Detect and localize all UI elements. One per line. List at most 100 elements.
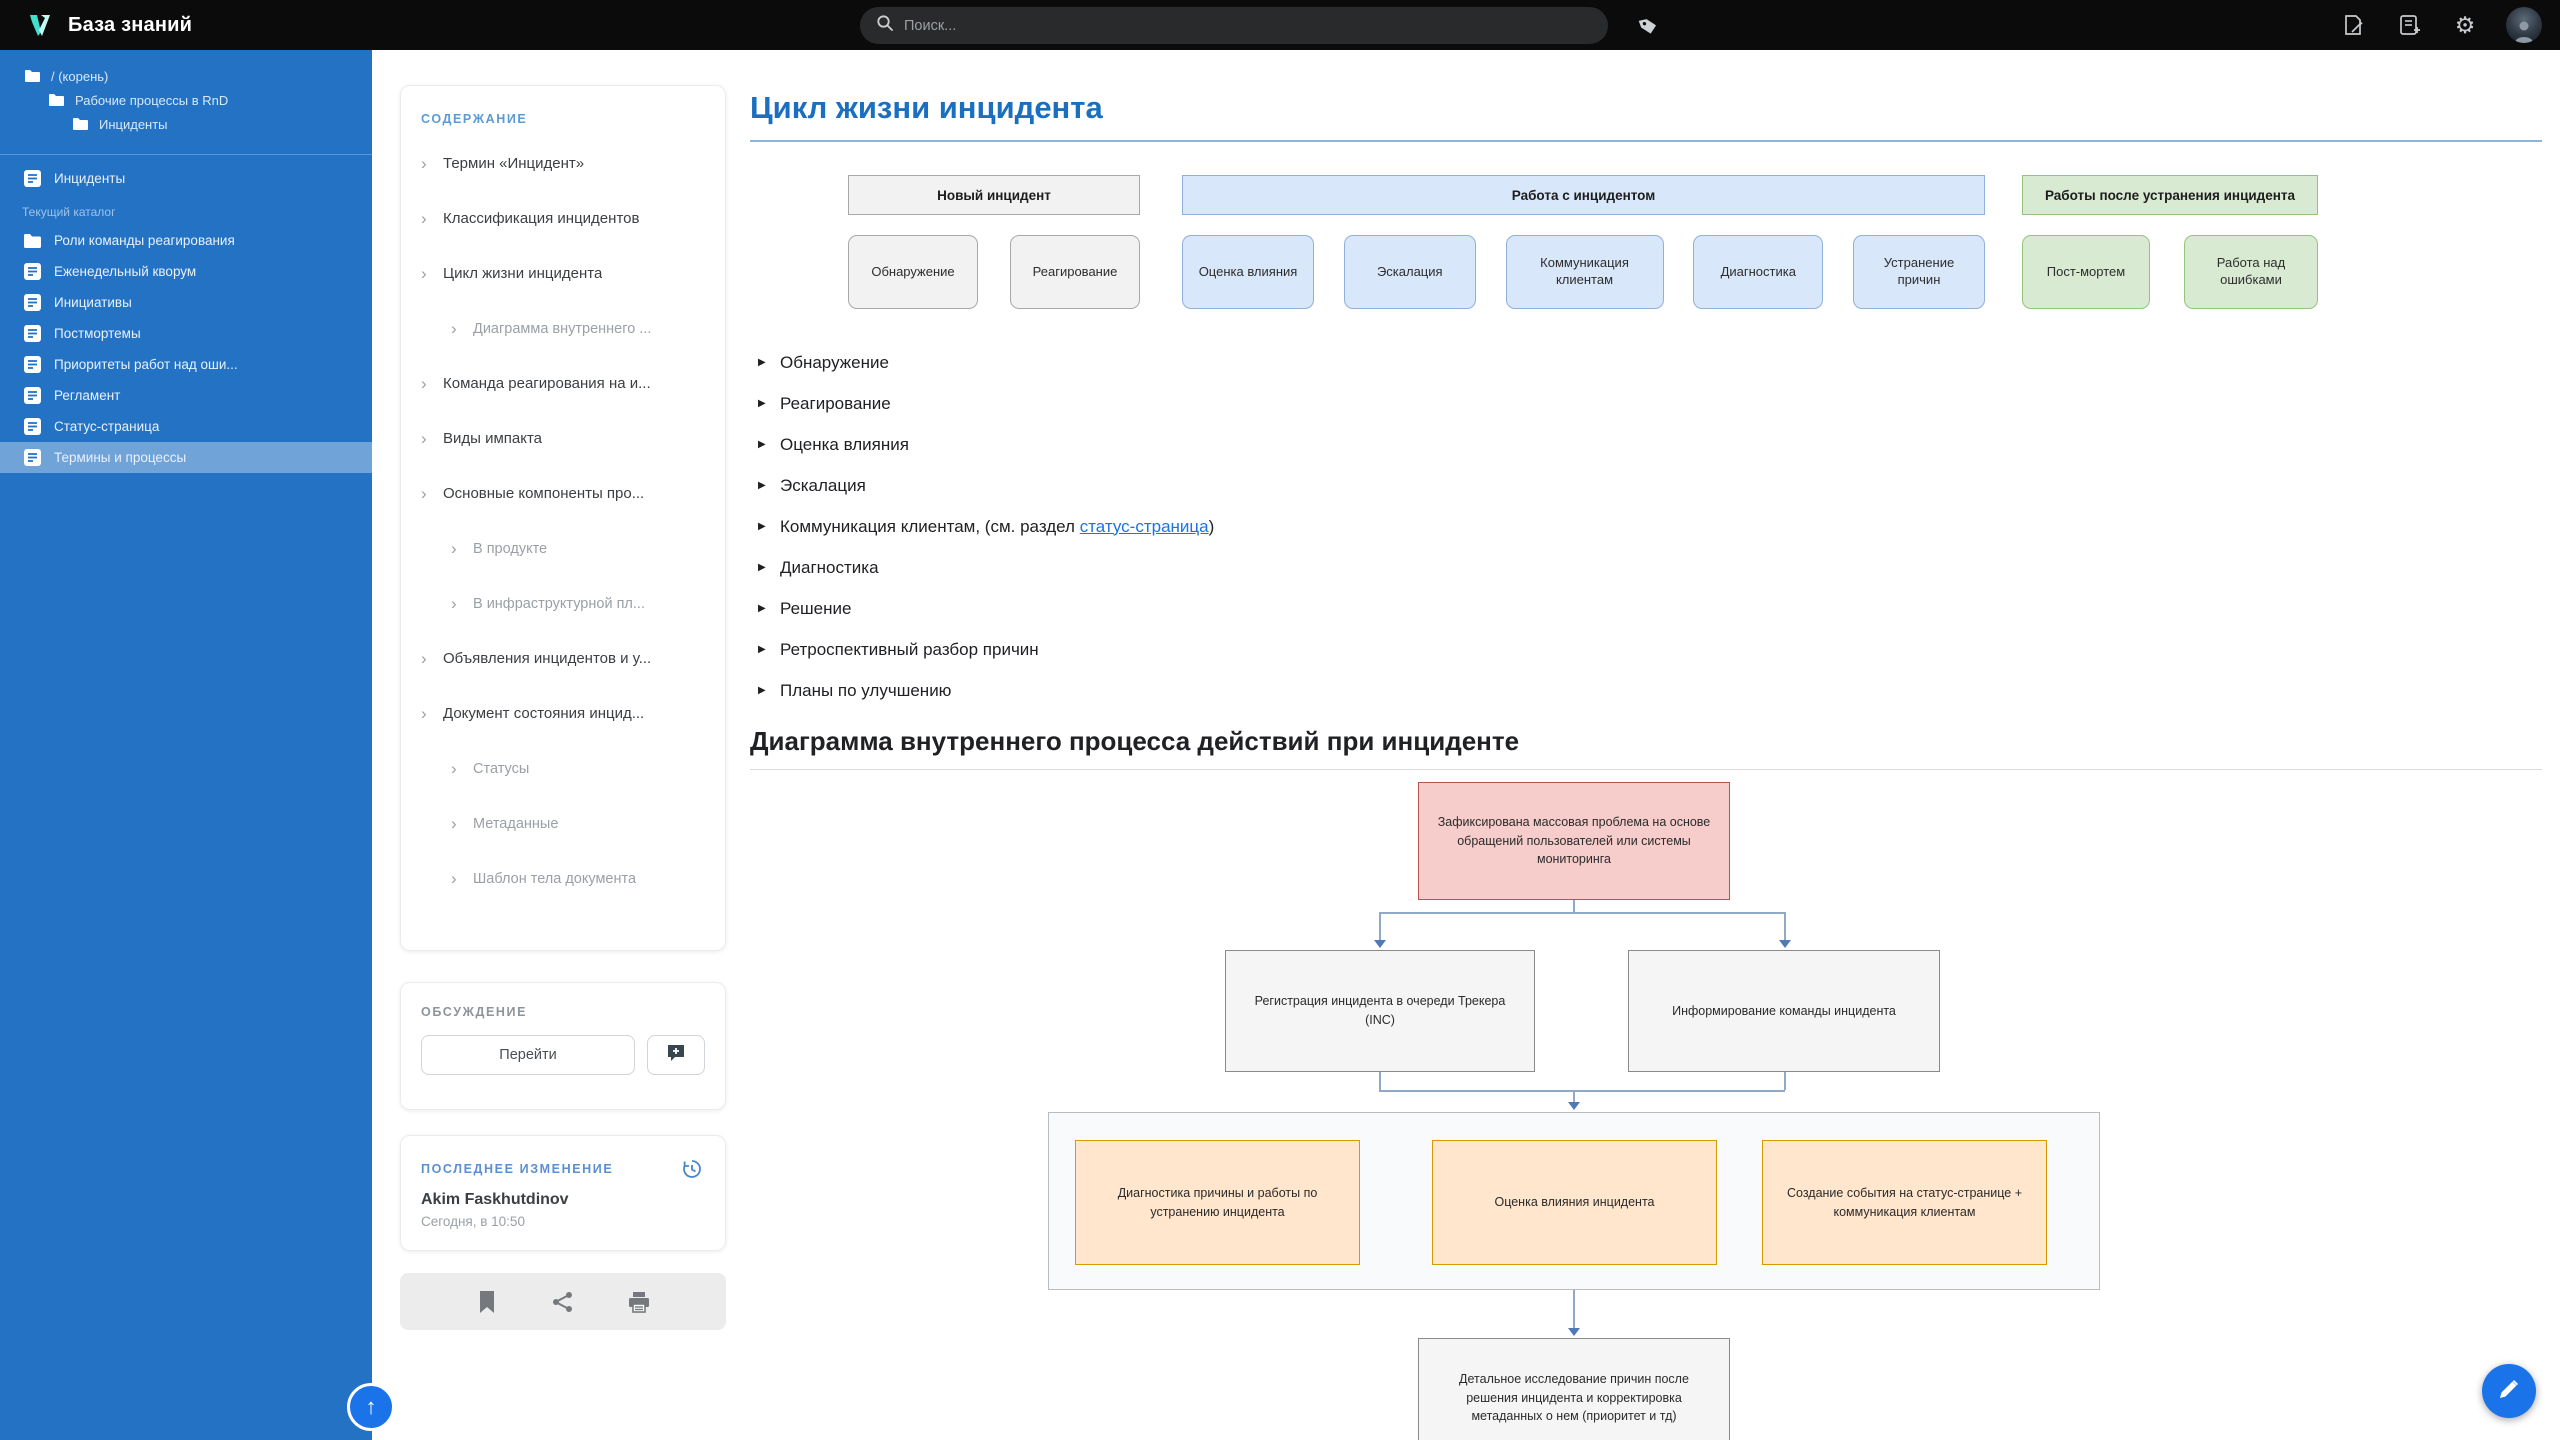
toc-item[interactable]: ›Команда реагирования на и... [421, 373, 651, 393]
triangle-right-icon[interactable]: ▶ [758, 685, 766, 696]
document-icon [22, 168, 42, 188]
chevron-right-icon[interactable]: › [451, 868, 457, 888]
search-input[interactable] [904, 17, 1544, 34]
chevron-right-icon[interactable]: › [451, 758, 457, 778]
list-item[interactable]: ▶Решение [758, 598, 852, 618]
history-icon[interactable] [679, 1156, 705, 1182]
add-comment-button[interactable] [647, 1035, 705, 1075]
sidebar-item-postmortems[interactable]: Постмортемы [0, 318, 372, 349]
status-page-link[interactable]: статус-страница [1079, 516, 1209, 536]
topbar: База знаний ⚙ [0, 0, 2560, 50]
tree-item-incidents[interactable]: Инциденты [0, 112, 372, 136]
list-item[interactable]: ▶Реагирование [758, 393, 891, 413]
stage-box: Устранение причин [1853, 235, 1985, 309]
chevron-right-icon[interactable]: › [421, 483, 427, 503]
share-icon[interactable] [550, 1289, 576, 1315]
sidebar-item-label: Еженедельный кворум [54, 264, 197, 279]
sidebar-item-label: Статус-страница [54, 419, 160, 434]
list-item-with-link[interactable]: ▶ Коммуникация клиентам, (см. раздел ста… [758, 516, 1215, 536]
folder-icon [22, 231, 42, 251]
list-item[interactable]: ▶Ретроспективный разбор причин [758, 639, 1039, 659]
triangle-right-icon[interactable]: ▶ [758, 603, 766, 614]
toc-item[interactable]: ›В продукте [451, 538, 548, 558]
add-document-icon[interactable] [2394, 10, 2424, 40]
list-item[interactable]: ▶Диагностика [758, 557, 879, 577]
sidebar-item-status-page[interactable]: Статус-страница [0, 411, 372, 442]
page-title: Цикл жизни инцидента [750, 90, 2542, 142]
toc-item[interactable]: ›Статусы [451, 758, 530, 778]
chevron-right-icon[interactable]: › [421, 208, 427, 228]
toc-item[interactable]: ›Виды импакта [421, 428, 543, 448]
tree-item-rnd[interactable]: Рабочие процессы в RnD [0, 88, 372, 112]
toc-item[interactable]: ›В инфраструктурной пл... [451, 593, 645, 613]
toc-item[interactable]: ›Диаграмма внутреннего ... [451, 318, 652, 338]
tags-icon[interactable] [1634, 12, 1662, 40]
sidebar-item-terms-selected[interactable]: Термины и процессы [0, 442, 372, 473]
chevron-right-icon[interactable]: › [421, 428, 427, 448]
print-icon[interactable] [626, 1289, 652, 1315]
chevron-right-icon[interactable]: › [421, 648, 427, 668]
discussion-go-button[interactable]: Перейти [421, 1035, 635, 1075]
article: Цикл жизни инцидента Новый инцидент Обна… [750, 50, 2542, 1440]
toc-item[interactable]: ›Шаблон тела документа [451, 868, 637, 888]
triangle-right-icon[interactable]: ▶ [758, 644, 766, 655]
toc-item[interactable]: ›Метаданные [451, 813, 559, 833]
list-item[interactable]: ▶Эскалация [758, 475, 866, 495]
list-item[interactable]: ▶Планы по улучшению [758, 680, 952, 700]
edit-page-fab[interactable] [2482, 1364, 2536, 1418]
toc-list: ›Термин «Инцидент» ›Классификация инциде… [421, 136, 705, 906]
sidebar-item-priorities[interactable]: Приоритеты работ над оши... [0, 349, 372, 380]
document-icon [22, 262, 42, 282]
toc-item[interactable]: ›Цикл жизни инцидента [421, 263, 603, 283]
toc-item[interactable]: ›Основные компоненты про... [421, 483, 645, 503]
settings-gear-icon[interactable]: ⚙ [2454, 11, 2476, 38]
stage-box: Коммуникация клиентам [1505, 235, 1664, 309]
chevron-right-icon[interactable]: › [421, 263, 427, 283]
last-change-panel: ПОСЛЕДНЕЕ ИЗМЕНЕНИЕ Akim Faskhutdinov Се… [400, 1135, 726, 1251]
tree-item-label: / (корень) [51, 68, 109, 84]
stage-box: Обнаружение [848, 235, 978, 309]
search-bar[interactable] [860, 7, 1608, 44]
triangle-right-icon[interactable]: ▶ [758, 521, 766, 532]
chevron-right-icon[interactable]: › [421, 153, 427, 173]
triangle-right-icon[interactable]: ▶ [758, 439, 766, 450]
toc-panel: СОДЕРЖАНИЕ ›Термин «Инцидент» ›Классифик… [400, 85, 726, 951]
sidebar-item-reglament[interactable]: Регламент [0, 380, 372, 411]
scroll-to-top-button[interactable]: ↑ [347, 1383, 395, 1431]
tree-item-root[interactable]: / (корень) [0, 64, 372, 88]
sidebar-item-roles[interactable]: Роли команды реагирования [0, 225, 372, 256]
list-item[interactable]: ▶Оценка влияния [758, 434, 909, 454]
sidebar-item-label: Инциденты [54, 170, 126, 186]
chevron-right-icon[interactable]: › [451, 538, 457, 558]
triangle-right-icon[interactable]: ▶ [758, 357, 766, 368]
folder-icon [46, 90, 66, 110]
edit-document-icon[interactable] [2338, 10, 2368, 40]
toc-item[interactable]: ›Документ состояния инцид... [421, 703, 645, 723]
chevron-right-icon[interactable]: › [451, 593, 457, 613]
last-change-time: Сегодня, в 10:50 [421, 1214, 525, 1229]
chevron-right-icon[interactable]: › [421, 373, 427, 393]
triangle-right-icon[interactable]: ▶ [758, 480, 766, 491]
user-avatar[interactable] [2506, 7, 2542, 43]
app-logo-icon[interactable] [26, 11, 54, 39]
triangle-right-icon[interactable]: ▶ [758, 562, 766, 573]
lifecycle-figure: Новый инцидент Обнаружение Реагирование … [848, 175, 2318, 309]
group-header: Работа с инцидентом [1182, 175, 1985, 215]
toc-item[interactable]: ›Термин «Инцидент» [421, 153, 585, 173]
list-item[interactable]: ▶Обнаружение [758, 352, 889, 372]
sidebar-item-initiatives[interactable]: Инициативы [0, 287, 372, 318]
group-header: Работы после устранения инцидента [2022, 175, 2318, 215]
chevron-right-icon[interactable]: › [421, 703, 427, 723]
chevron-right-icon[interactable]: › [451, 813, 457, 833]
toc-item[interactable]: ›Классификация инцидентов [421, 208, 640, 228]
bookmark-icon[interactable] [474, 1289, 500, 1315]
app-title[interactable]: База знаний [68, 13, 193, 36]
stage-box: Эскалация [1343, 235, 1476, 309]
arrow-up-icon: ↑ [365, 1394, 377, 1419]
sidebar-item-incidents-doc[interactable]: Инциденты [0, 161, 372, 195]
triangle-right-icon[interactable]: ▶ [758, 398, 766, 409]
toc-item[interactable]: ›Объявления инцидентов и у... [421, 648, 652, 668]
chevron-right-icon[interactable]: › [451, 318, 457, 338]
sidebar-item-quorum[interactable]: Еженедельный кворум [0, 256, 372, 287]
